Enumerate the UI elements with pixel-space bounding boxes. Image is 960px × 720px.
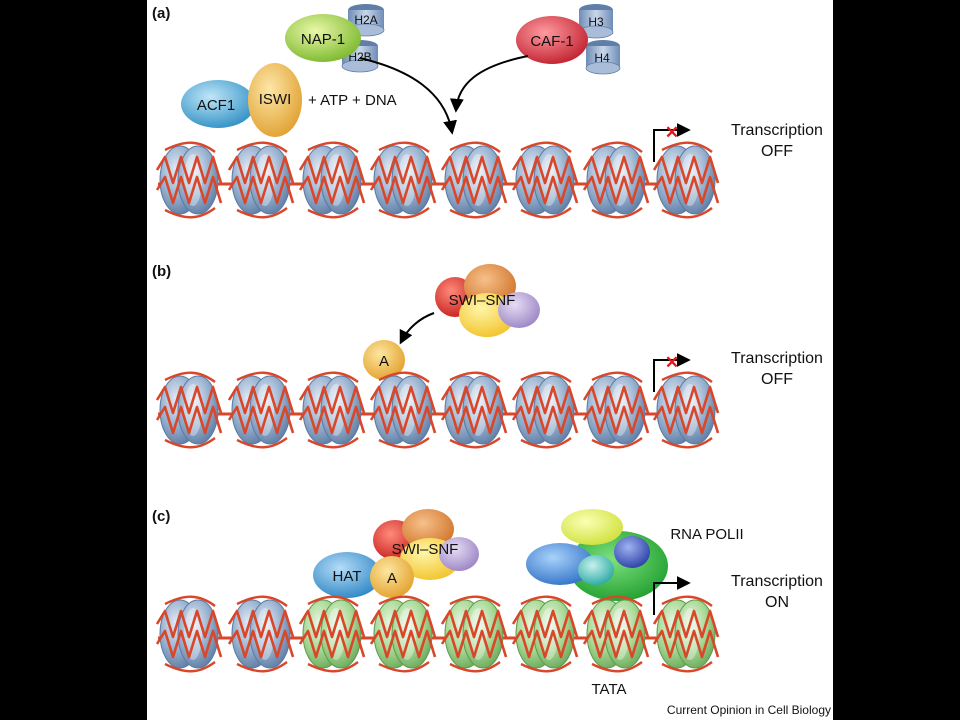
inhibit-x-icon: ✕ — [665, 353, 679, 372]
nucleosome — [369, 371, 437, 449]
nap1-protein: NAP-1 — [285, 14, 361, 62]
transcription-state-a: OFF — [761, 143, 793, 160]
nucleosome — [227, 371, 295, 449]
swisnf-complex-c: SWI–SNF — [373, 509, 479, 580]
promoter-arrow-b — [653, 353, 691, 392]
nucleosome-array-b — [155, 371, 720, 449]
nucleosome — [155, 371, 223, 449]
rna-polymerase-complex — [526, 509, 668, 601]
nap1-label: NAP-1 — [301, 31, 345, 48]
hat-protein: HAT — [313, 552, 381, 598]
transcription-label-a: Transcription — [731, 122, 823, 139]
nucleosome-array-a — [155, 141, 720, 219]
h2a-label: H2A — [354, 13, 377, 27]
iswi-protein: ISWI — [248, 63, 302, 137]
caf1-protein: CAF-1 — [516, 16, 588, 64]
panel-c-label: (c) — [152, 508, 170, 525]
rna-polii-label: RNA POLII — [670, 526, 743, 543]
nucleosome — [440, 595, 508, 673]
nap1-delivery-arrow — [359, 57, 457, 135]
activator-b: A — [363, 340, 405, 380]
iswi-label: ISWI — [259, 91, 292, 108]
swisnf-label-b: SWI–SNF — [449, 292, 516, 309]
nucleosome-array-c — [155, 595, 720, 673]
activator-label-c: A — [387, 570, 397, 587]
acf1-label: ACF1 — [197, 97, 235, 114]
nucleosome — [227, 595, 295, 673]
nucleosome — [652, 141, 720, 219]
nucleosome — [582, 371, 650, 449]
inhibit-x-icon: ✕ — [665, 123, 679, 142]
transcription-state-c: ON — [765, 594, 789, 611]
activator-label-b: A — [379, 353, 389, 370]
caf1-label: CAF-1 — [530, 33, 573, 50]
tata-label: TATA — [592, 681, 627, 698]
transcription-label-b: Transcription — [731, 350, 823, 367]
nucleosome — [298, 371, 366, 449]
swisnf-complex-b: SWI–SNF — [435, 264, 540, 337]
nucleosome — [440, 141, 508, 219]
nucleosome — [155, 595, 223, 673]
nucleosome — [440, 371, 508, 449]
swisnf-label-c: SWI–SNF — [392, 541, 459, 558]
h4-label: H4 — [594, 51, 610, 65]
panel-b-label: (b) — [152, 263, 171, 280]
nucleosome — [511, 595, 579, 673]
nucleosome — [369, 595, 437, 673]
nucleosome — [298, 595, 366, 673]
acf1-protein: ACF1 — [181, 80, 255, 128]
h4-histone: H4 — [585, 40, 621, 75]
activator-c: A — [370, 556, 414, 598]
nucleosome — [298, 141, 366, 219]
credit-line: Current Opinion in Cell Biology — [667, 703, 831, 717]
nucleosome — [652, 371, 720, 449]
h3-histone: H3 — [578, 4, 614, 39]
atp-dna-label: + ATP + DNA — [308, 92, 397, 109]
caf1-delivery-arrow — [449, 55, 529, 113]
nucleosome — [511, 141, 579, 219]
hat-label: HAT — [333, 568, 362, 585]
panel-a-label: (a) — [152, 5, 170, 22]
nucleosome — [227, 141, 295, 219]
h2a-histone: H2A — [347, 4, 385, 37]
nucleosome — [582, 141, 650, 219]
swisnf-recruit-arrow — [399, 312, 435, 345]
transcription-state-b: OFF — [761, 371, 793, 388]
nucleosome — [511, 371, 579, 449]
nucleosome — [652, 595, 720, 673]
h3-label: H3 — [588, 15, 604, 29]
nucleosome — [155, 141, 223, 219]
nucleosome — [369, 141, 437, 219]
promoter-arrow-a — [653, 123, 691, 162]
transcription-label-c: Transcription — [731, 573, 823, 590]
promoter-arrow-c — [653, 576, 691, 615]
nucleosome — [582, 595, 650, 673]
